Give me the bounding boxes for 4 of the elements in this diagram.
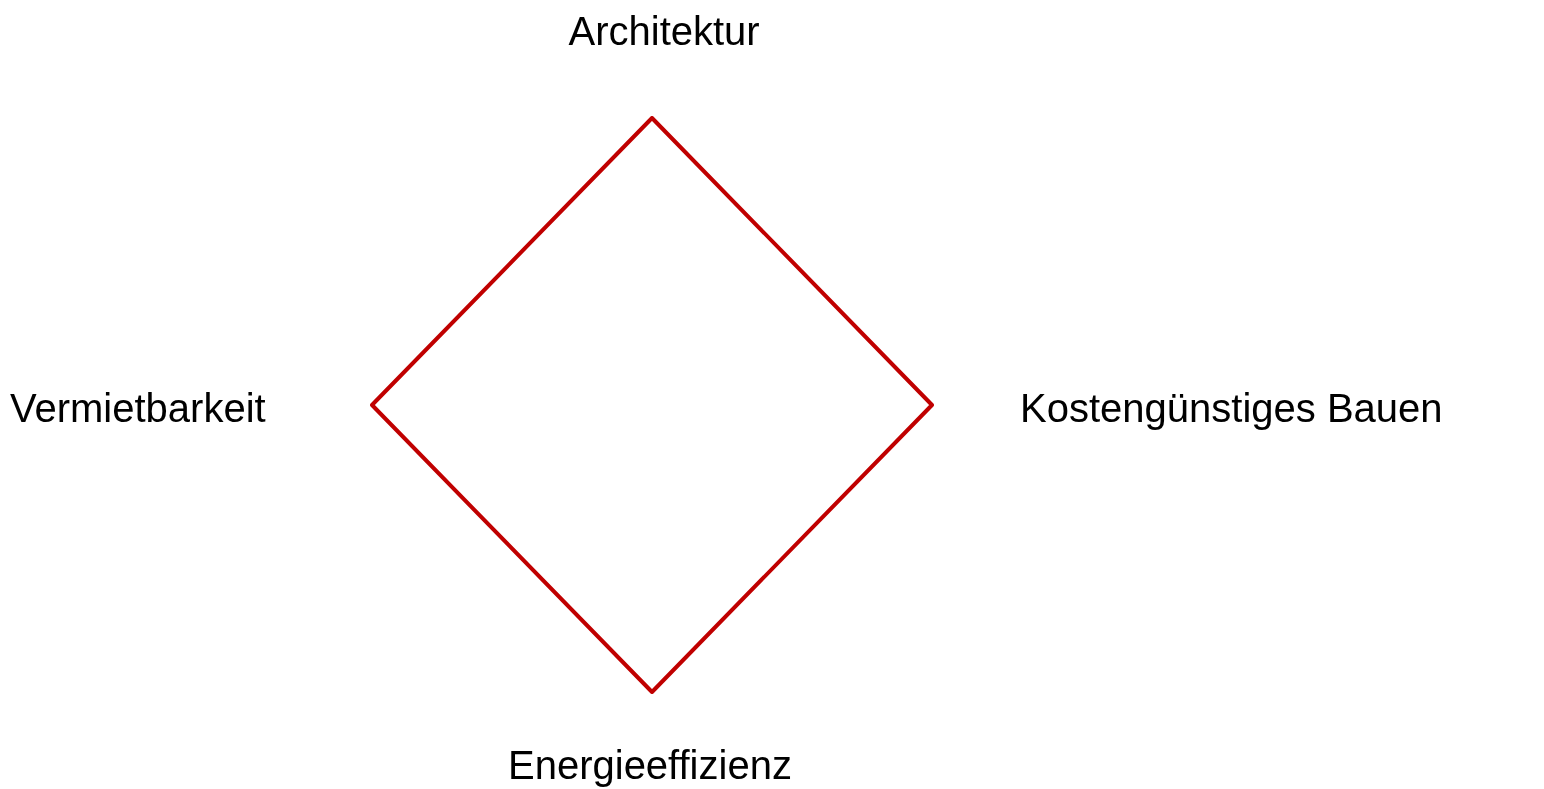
corner-label: Energieeffizienz bbox=[508, 742, 792, 788]
corner-label: Kostengünstiges Bauen bbox=[1020, 385, 1443, 431]
corner-label: Vermietbarkeit bbox=[10, 385, 266, 431]
corner-label: Architektur bbox=[568, 8, 760, 54]
